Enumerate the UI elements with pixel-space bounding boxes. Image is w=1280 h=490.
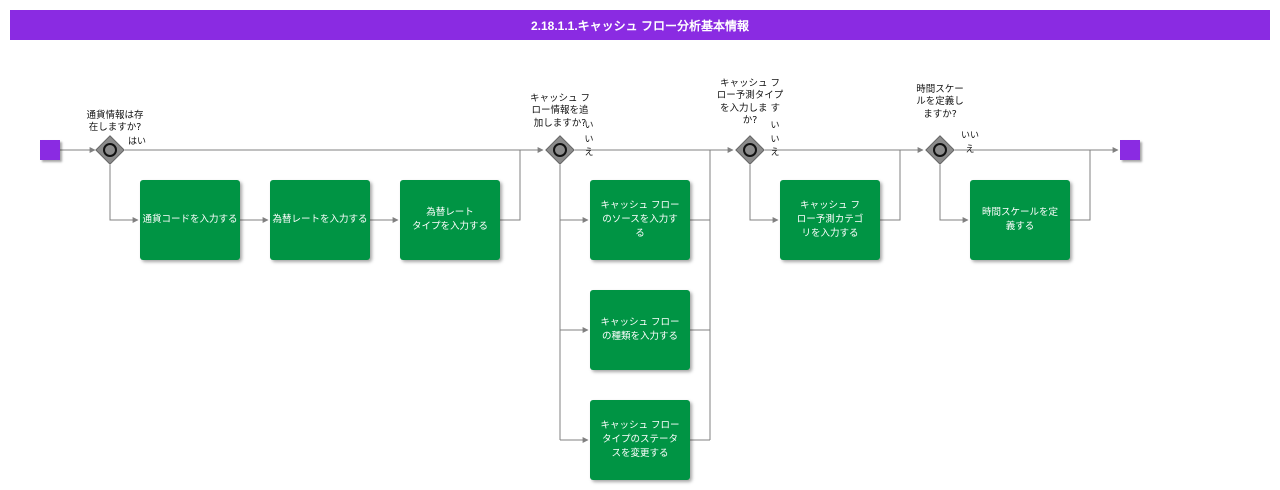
- edge-label-forecast-no: いいえ: [770, 121, 780, 158]
- gateway-label-add-cashflow: キャッシュ フ ロー情報を追 加しますか?: [529, 93, 591, 129]
- start-event: [40, 140, 60, 160]
- task-label: 為替レートを入力する: [272, 214, 368, 226]
- task-enter-cashflow-source[interactable]: キャッシュ フロー のソースを入力す る: [590, 180, 690, 260]
- task-define-time-scale[interactable]: 時間スケールを定 義する: [970, 180, 1070, 260]
- edge-label-currency-yes: はい: [128, 137, 147, 147]
- gateway-add-cashflow: [544, 134, 576, 166]
- gateway-time-scale: [924, 134, 956, 166]
- task-label: 時間スケールを定 義する: [981, 207, 1058, 232]
- end-event: [1120, 140, 1140, 160]
- task-enter-forecast-category[interactable]: キャッシュ フ ロー予測カテゴ リを入力する: [780, 180, 880, 260]
- diagram-title: 2.18.1.1.キャッシュ フロー分析基本情報: [10, 10, 1270, 40]
- task-enter-cashflow-kind[interactable]: キャッシュ フロー の種類を入力する: [590, 290, 690, 370]
- task-label: 為替レート タイプを入力する: [411, 207, 488, 232]
- task-enter-exchange-rate[interactable]: 為替レートを入力する: [270, 180, 370, 260]
- edge-label-cashflow-no: いいえ: [584, 121, 594, 158]
- task-enter-rate-type[interactable]: 為替レート タイプを入力する: [400, 180, 500, 260]
- gateway-label-currency-exists: 通貨情報は存 在しますか?: [86, 110, 144, 134]
- task-label: 通貨コードを入力する: [142, 214, 238, 226]
- edge-label-time-scale-no: いい え: [960, 131, 979, 155]
- gateway-currency-exists: [94, 134, 126, 166]
- task-label: キャッシュ フ ロー予測カテゴ リを入力する: [796, 200, 864, 239]
- task-label: キャッシュ フロー のソースを入力す る: [600, 200, 680, 239]
- gateway-label-time-scale: 時間スケー ルを定義し ますか?: [916, 84, 964, 120]
- task-label: キャッシュ フロー タイプのステータ スを変更する: [600, 420, 680, 459]
- gateway-label-forecast-type: キャッシュ フ ロー予測タイプ を入力しま す か?: [716, 78, 784, 127]
- task-label: キャッシュ フロー の種類を入力する: [600, 317, 680, 342]
- gateway-forecast-type: [734, 134, 766, 166]
- task-change-cashflow-type-status[interactable]: キャッシュ フロー タイプのステータ スを変更する: [590, 400, 690, 480]
- task-enter-currency-code[interactable]: 通貨コードを入力する: [140, 180, 240, 260]
